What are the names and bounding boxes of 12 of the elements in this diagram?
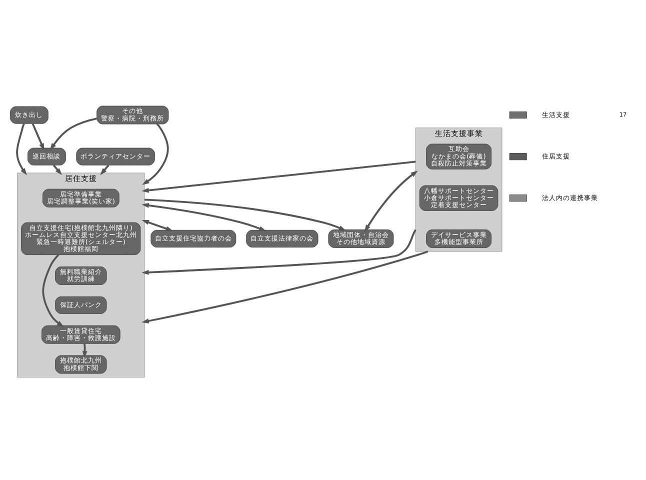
arrow <box>142 160 416 193</box>
arrow <box>364 170 418 232</box>
arrow <box>32 123 44 151</box>
arrow <box>142 123 169 185</box>
arrow <box>42 254 64 328</box>
arrow <box>144 198 346 231</box>
arrow <box>142 220 174 232</box>
arrow <box>52 164 62 176</box>
arrow <box>16 123 27 176</box>
arrow <box>142 250 428 324</box>
arrow <box>50 118 97 150</box>
arrow <box>142 202 266 232</box>
